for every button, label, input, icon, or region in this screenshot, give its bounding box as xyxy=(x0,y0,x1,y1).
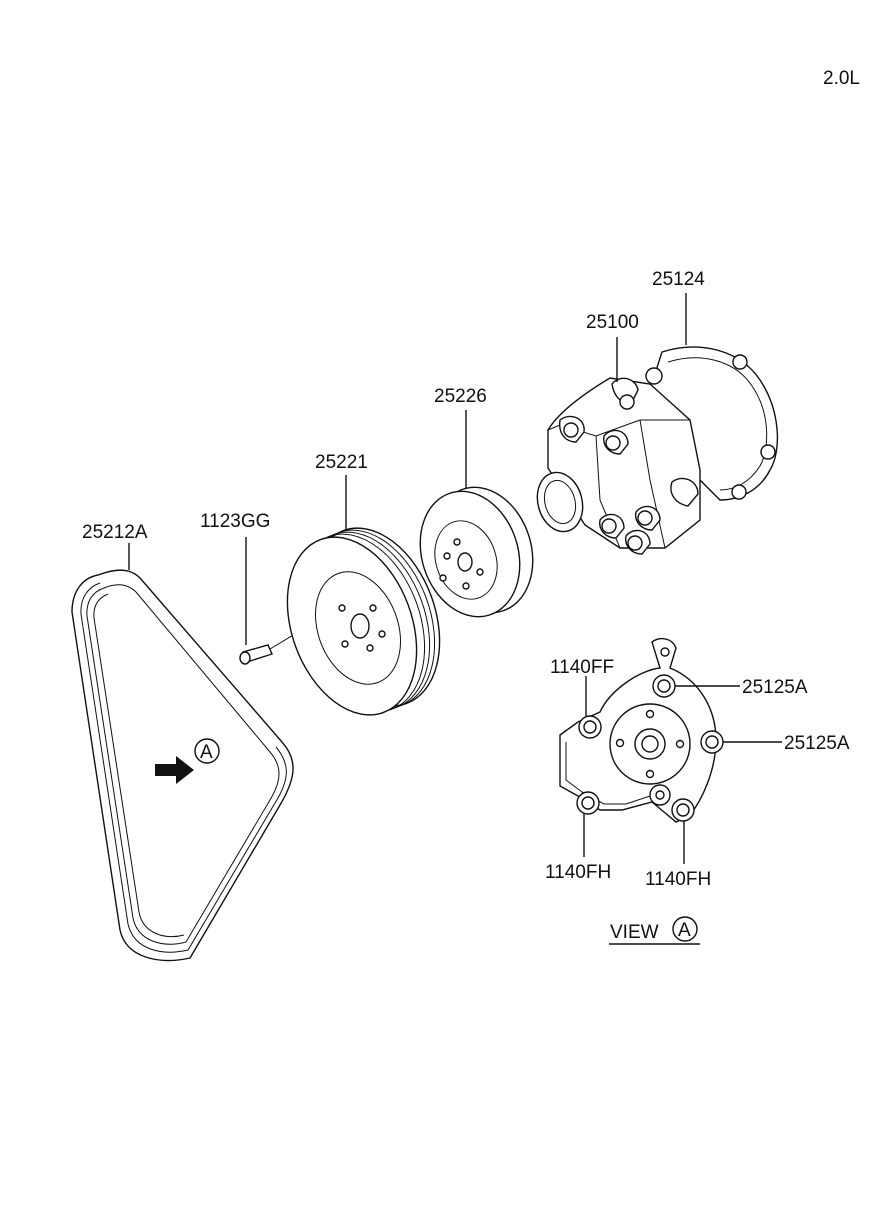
pump-callout: 25100 xyxy=(586,312,639,333)
pump-pulley-callout: 25226 xyxy=(434,386,487,407)
view-caption: VIEW A xyxy=(609,916,700,945)
view-a-pump-rear xyxy=(559,637,724,823)
view-arrow: A xyxy=(155,738,220,784)
view-callout-top: 25125A xyxy=(742,677,808,698)
bolt-1123gg xyxy=(239,537,341,665)
view-callout-bottom-left: 1140FH xyxy=(545,862,611,883)
view-arrow-marker: A xyxy=(200,742,213,763)
belt-callout: 25212A xyxy=(82,522,148,543)
bolt-callout: 1123GG xyxy=(200,511,270,532)
water-pump-body xyxy=(536,377,701,555)
view-callout-bottom-right: 1140FH xyxy=(645,869,711,890)
gasket xyxy=(639,346,779,501)
view-callout-right: 25125A xyxy=(784,733,850,754)
crank-pulley-callout: 25221 xyxy=(315,452,368,473)
engine-label: 2.0L xyxy=(823,68,860,89)
view-caption-text: VIEW xyxy=(610,922,659,943)
crankshaft-pulley xyxy=(286,527,441,716)
view-callout-top-left: 1140FF xyxy=(550,657,614,678)
view-caption-marker: A xyxy=(678,920,691,941)
water-pump-pulley xyxy=(419,486,534,618)
gasket-callout: 25124 xyxy=(652,269,705,290)
